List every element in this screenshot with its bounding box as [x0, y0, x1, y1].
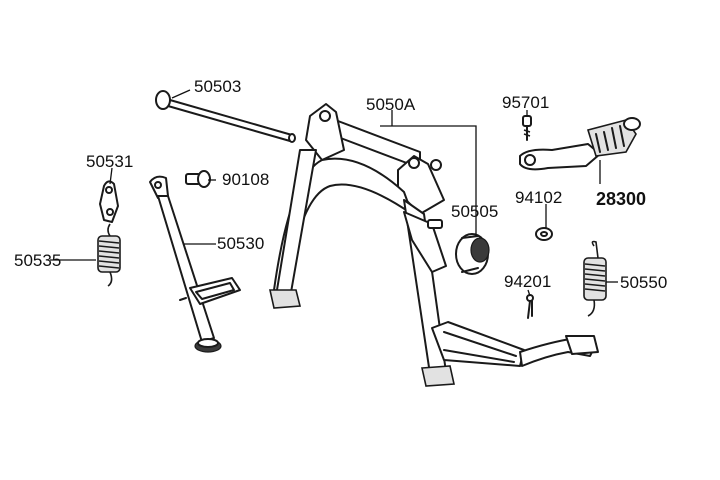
pivot-bolt-50503: [155, 90, 296, 143]
label-94201: 94201: [504, 272, 552, 291]
kick-starter-arm-28300: [519, 117, 641, 171]
cotter-pin-94201: [526, 294, 534, 319]
label-94102: 94102: [515, 188, 563, 207]
label-50503: 50503: [194, 77, 242, 96]
washer-94102: [535, 227, 553, 241]
spring-50550: [583, 240, 607, 317]
spring-50535: [97, 223, 121, 287]
bolt-90108: [185, 170, 211, 188]
main-stand-5050A: [269, 103, 599, 387]
bolt-95701: [522, 115, 532, 141]
label-95701: 95701: [502, 93, 550, 112]
label-90108: 90108: [222, 170, 270, 189]
side-stand-50530: [149, 175, 241, 353]
label-50550: 50550: [620, 273, 668, 292]
label-50505: 50505: [451, 202, 499, 221]
label-28300: 28300: [596, 189, 647, 209]
hook-plate-50531: [99, 180, 119, 223]
label-5050A: 5050A: [366, 95, 416, 114]
label-50531: 50531: [86, 152, 134, 171]
label-50535: 50535: [14, 251, 62, 270]
label-50530: 50530: [217, 234, 265, 253]
leader-lines: [50, 89, 618, 297]
rubber-bumper-50505: [455, 233, 490, 275]
